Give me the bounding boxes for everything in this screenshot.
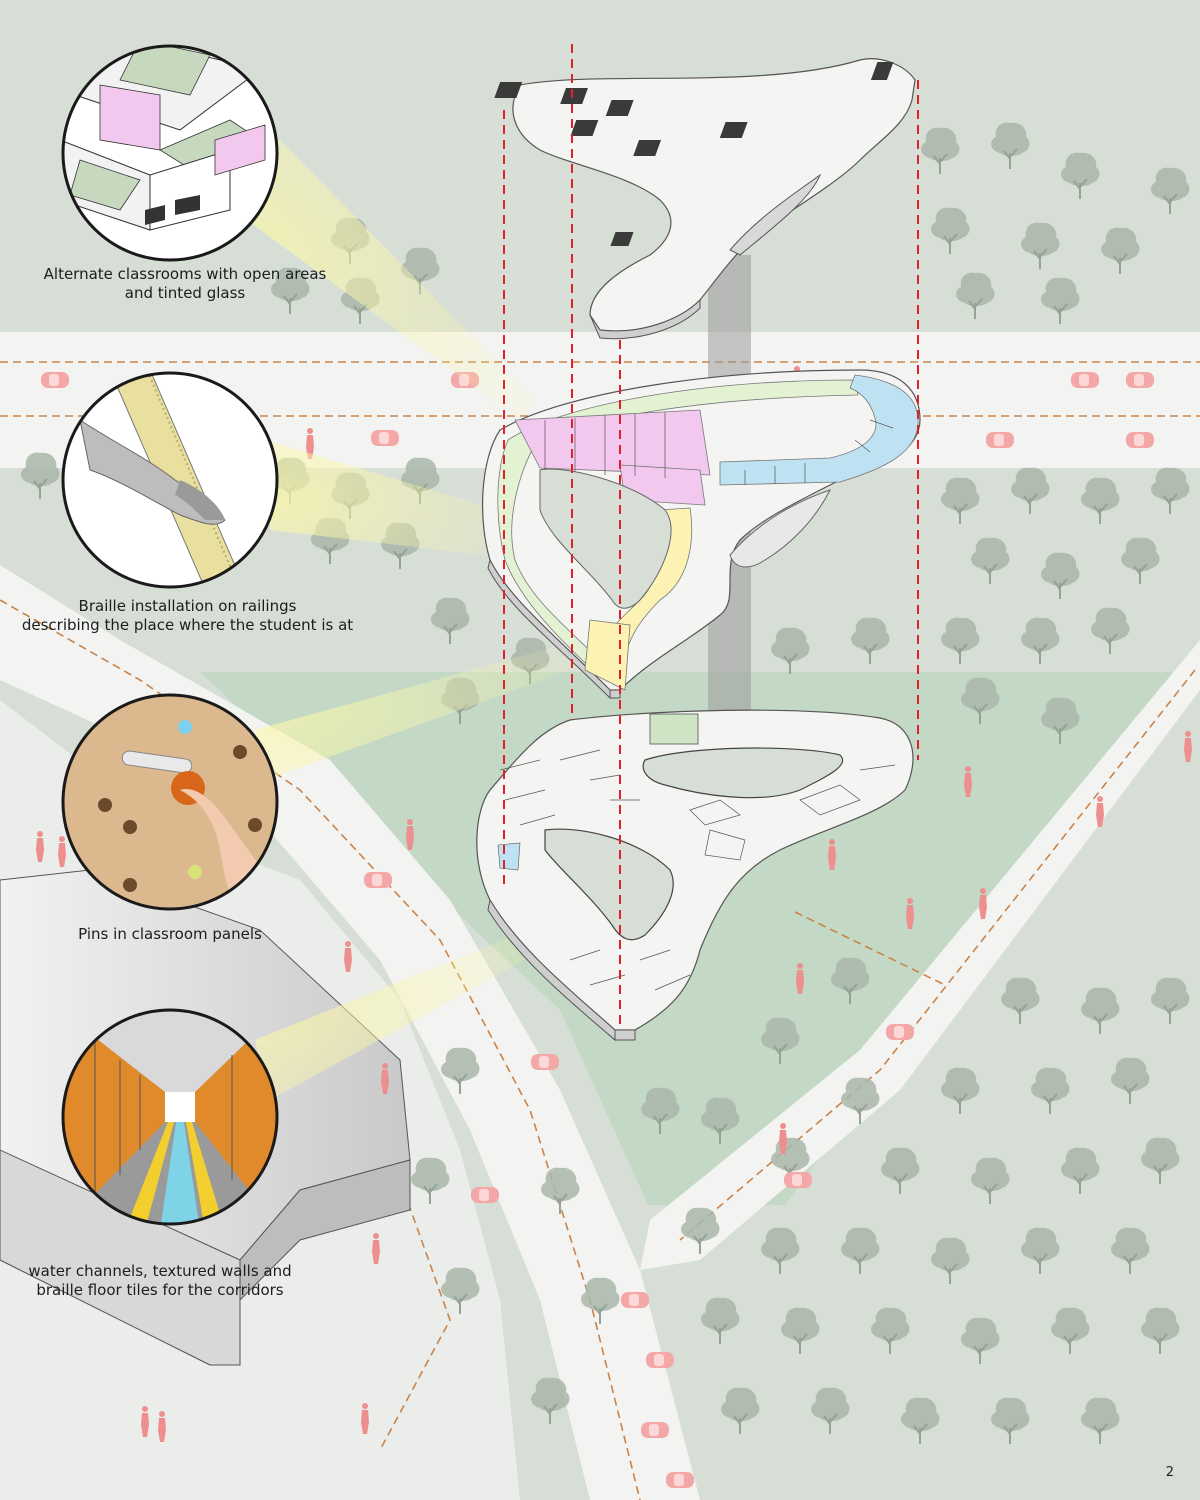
page-number: 2 xyxy=(1165,1465,1174,1480)
projection-guides xyxy=(503,44,919,1030)
road-marking xyxy=(679,669,1196,1241)
caption-line: braille floor tiles for the corridors xyxy=(36,1281,284,1299)
caption-braille: Braille installation on railings describ… xyxy=(5,597,370,635)
road-marking xyxy=(794,911,946,986)
caption-line: describing the place where the student i… xyxy=(21,616,354,634)
caption-line: and tinted glass xyxy=(124,284,246,302)
diagonal-road-right xyxy=(640,640,1200,1270)
caption-classrooms: Alternate classrooms with open areas and… xyxy=(20,265,350,303)
caption-line: Pins in classroom panels xyxy=(78,925,262,943)
caption-line: water channels, textured walls and xyxy=(28,1262,292,1280)
caption-line: Alternate classrooms with open areas xyxy=(43,265,327,283)
highlight-beams xyxy=(240,130,585,1100)
caption-line: Braille installation on railings xyxy=(78,597,297,615)
caption-corridors: water channels, textured walls and brail… xyxy=(10,1262,310,1300)
diagonal-road xyxy=(0,565,700,1500)
callout-classrooms xyxy=(61,44,279,262)
callout-corridor xyxy=(61,1008,279,1226)
ground-floor-level xyxy=(476,709,914,1042)
roof-level xyxy=(494,58,916,340)
first-floor-level xyxy=(481,369,921,700)
caption-pins: Pins in classroom panels xyxy=(40,925,300,944)
callout-braille-railing xyxy=(61,371,279,589)
